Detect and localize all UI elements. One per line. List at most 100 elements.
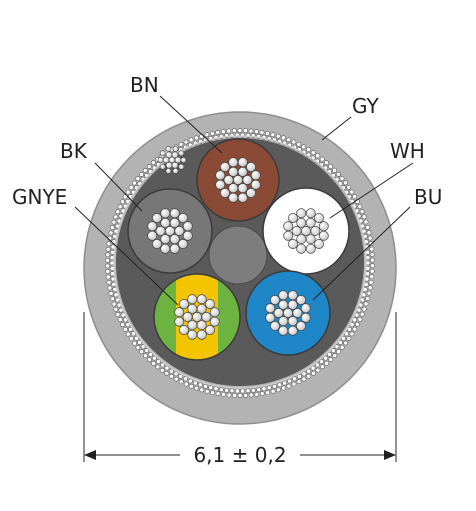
- leader-lines: [74, 95, 414, 306]
- strand: [349, 189, 355, 195]
- strand: [296, 374, 302, 379]
- strand: [275, 133, 281, 139]
- strand: [180, 157, 187, 163]
- strand: [343, 340, 349, 346]
- strand: [220, 129, 226, 134]
- strand: [339, 176, 345, 181]
- strand: [301, 144, 307, 150]
- strand: [296, 243, 307, 254]
- strand: [125, 189, 131, 195]
- strand: [142, 167, 148, 173]
- strand: [306, 368, 311, 374]
- strand: [369, 252, 375, 257]
- strand: [228, 157, 239, 168]
- strand: [305, 217, 316, 228]
- strand: [332, 353, 338, 359]
- strand: [296, 234, 307, 245]
- strand: [323, 355, 329, 361]
- strand: [111, 301, 117, 307]
- strand: [281, 135, 286, 141]
- strand: [250, 179, 261, 190]
- strand: [292, 376, 297, 382]
- strand: [201, 312, 212, 322]
- strand: [147, 221, 158, 232]
- strand: [286, 383, 292, 389]
- strand: [301, 371, 307, 377]
- strand: [305, 234, 316, 245]
- strand: [281, 385, 287, 391]
- strand: [330, 348, 336, 354]
- strand: [341, 335, 346, 341]
- strand: [110, 296, 115, 302]
- label-gy: GY: [352, 94, 380, 118]
- strand: [196, 303, 207, 314]
- strand: [113, 306, 119, 312]
- strand: [228, 166, 239, 177]
- strand: [155, 226, 166, 236]
- strand: [105, 274, 111, 280]
- strand: [343, 180, 348, 186]
- strand: [115, 312, 121, 317]
- strand: [192, 380, 198, 386]
- strand: [288, 213, 298, 223]
- strand: [367, 285, 373, 291]
- strand: [300, 312, 311, 323]
- strand: [278, 290, 289, 301]
- label-bu: BU: [414, 185, 442, 209]
- strand: [278, 325, 289, 336]
- strand: [346, 184, 352, 190]
- strand: [287, 316, 298, 327]
- strand: [111, 219, 117, 225]
- strand: [139, 349, 145, 355]
- strand: [174, 307, 185, 318]
- strand: [328, 163, 334, 169]
- strand: [135, 345, 141, 350]
- strand: [183, 376, 188, 382]
- strand: [370, 263, 375, 269]
- strand: [132, 340, 137, 346]
- strand: [291, 226, 302, 236]
- strand: [210, 390, 215, 396]
- strand: [266, 385, 272, 391]
- strand: [324, 160, 329, 166]
- strand: [368, 241, 374, 246]
- strand: [369, 246, 375, 252]
- conductor-strands: [147, 157, 329, 340]
- strand: [117, 317, 123, 322]
- strand: [296, 217, 307, 228]
- strand: [172, 146, 179, 152]
- strand: [265, 303, 276, 314]
- strand: [122, 194, 128, 200]
- strand: [131, 180, 137, 186]
- strand: [146, 357, 152, 363]
- strand: [128, 336, 134, 342]
- strand: [193, 135, 199, 141]
- strand: [196, 329, 207, 340]
- strand: [194, 385, 199, 391]
- strand: [261, 386, 267, 392]
- strand: [365, 296, 371, 301]
- strand: [291, 381, 297, 387]
- strand: [370, 257, 375, 263]
- strand: [246, 188, 256, 198]
- strand: [196, 294, 207, 305]
- strand: [226, 128, 232, 134]
- strand: [254, 392, 260, 397]
- inner-sheath-line: [113, 135, 367, 389]
- strand: [169, 243, 180, 254]
- strand: [237, 166, 248, 177]
- strand: [359, 209, 365, 214]
- strand: [128, 185, 134, 190]
- strand: [179, 299, 189, 309]
- strand: [156, 359, 161, 365]
- strand: [183, 381, 189, 387]
- strand: [187, 378, 193, 384]
- strand: [296, 208, 307, 219]
- strand: [203, 383, 208, 389]
- strand: [159, 150, 166, 157]
- strand: [171, 161, 179, 169]
- strand: [344, 331, 350, 337]
- strand: [265, 312, 276, 323]
- strand: [215, 129, 221, 135]
- label-wh: WH: [390, 139, 425, 163]
